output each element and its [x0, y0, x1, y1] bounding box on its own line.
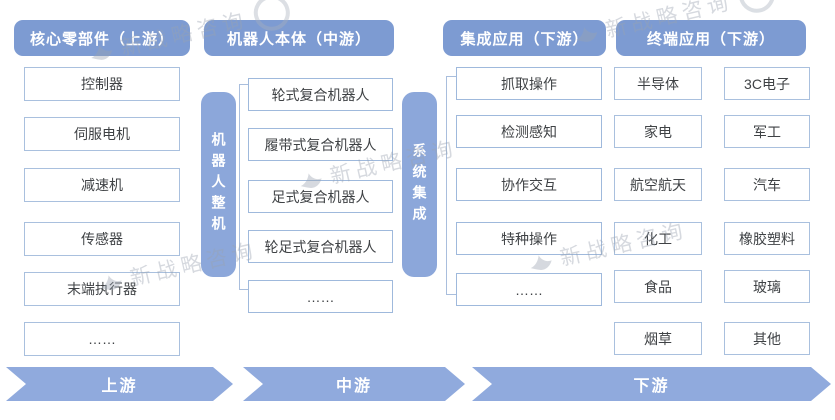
- robot-type-box-tracked: 履带式复合机器人: [248, 128, 393, 161]
- robot-complete-machine-label: 机器人整机: [210, 132, 227, 237]
- upstream-box-end-effector: 末端执行器: [24, 272, 180, 306]
- robot-type-box-wheeled: 轮式复合机器人: [248, 78, 393, 111]
- header-robot-body: 机器人本体（中游）: [204, 20, 394, 56]
- industry-box-military: 军工: [724, 115, 810, 148]
- watermark-ring-icon: [735, 0, 779, 17]
- upstream-box-controller: 控制器: [24, 67, 180, 101]
- robot-complete-machine-bar: 机器人整机: [201, 92, 236, 277]
- header-integrated-application: 集成应用（下游）: [443, 20, 606, 56]
- industry-box-other: 其他: [724, 322, 810, 355]
- header-core-components: 核心零部件（上游）: [14, 20, 190, 56]
- midstream-bracket: [239, 84, 249, 290]
- flow-arrow-midstream: 中游: [243, 367, 465, 401]
- upstream-box-sensor: 传感器: [24, 222, 180, 256]
- industry-box-rubber-plastic: 橡胶塑料: [724, 222, 810, 255]
- industry-box-aerospace: 航空航天: [614, 168, 702, 201]
- flow-arrow-upstream: 上游: [6, 367, 233, 401]
- upstream-box-reducer: 减速机: [24, 168, 180, 202]
- industry-box-home-appliance: 家电: [614, 115, 702, 148]
- industry-box-semiconductor: 半导体: [614, 67, 702, 100]
- application-box-grasping: 抓取操作: [456, 67, 602, 100]
- application-box-detection: 检测感知: [456, 115, 602, 148]
- industry-box-food: 食品: [614, 270, 702, 303]
- industry-box-tobacco: 烟草: [614, 322, 702, 355]
- upstream-box-ellipsis: ……: [24, 322, 180, 356]
- industry-box-chemical: 化工: [614, 222, 702, 255]
- integration-bracket: [446, 76, 456, 295]
- industry-box-glass: 玻璃: [724, 270, 810, 303]
- industry-box-automotive: 汽车: [724, 168, 810, 201]
- robot-type-box-ellipsis: ……: [248, 280, 393, 313]
- system-integration-bar: 系统集成: [402, 92, 437, 277]
- application-box-ellipsis: ……: [456, 273, 602, 306]
- industry-box-3c-electronics: 3C电子: [724, 67, 810, 100]
- header-terminal-application: 终端应用（下游）: [616, 20, 806, 56]
- application-box-cooperation: 协作交互: [456, 168, 602, 201]
- application-box-special-ops: 特种操作: [456, 222, 602, 255]
- robot-type-box-legged: 足式复合机器人: [248, 180, 393, 213]
- system-integration-label: 系统集成: [411, 142, 428, 227]
- upstream-box-servo-motor: 伺服电机: [24, 117, 180, 151]
- flow-arrow-downstream: 下游: [472, 367, 831, 401]
- robot-type-box-wheel-legged: 轮足式复合机器人: [248, 230, 393, 263]
